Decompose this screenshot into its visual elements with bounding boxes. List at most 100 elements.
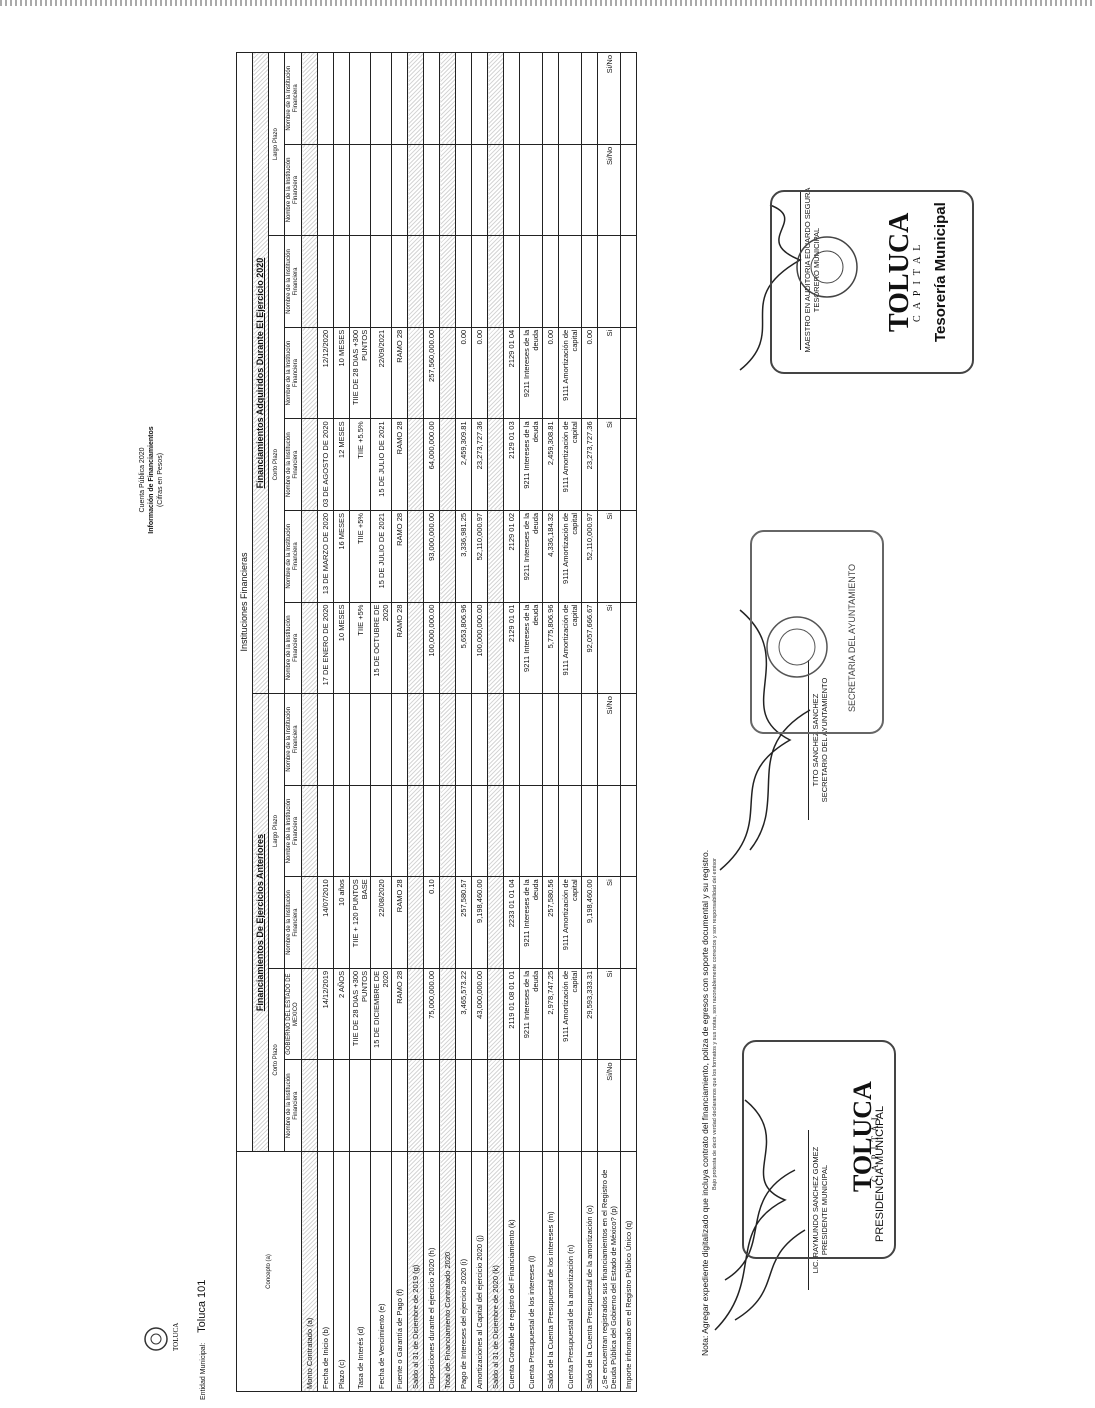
s1-corto-plazo: Corto Plazo	[268, 968, 285, 1152]
table-cell: 03 DE AGOSTO DE 2020	[317, 418, 334, 511]
stamp-presidencia: TOLUCA CAPITAL PRESIDENCIA MUNICIPAL	[742, 1040, 896, 1259]
table-cell	[542, 144, 559, 236]
table-cell: 93,000,000.00	[423, 510, 440, 603]
table-cell	[301, 510, 318, 603]
table-cell	[503, 235, 520, 328]
table-cell	[487, 144, 504, 236]
table-cell: 9111 Amortización de capital	[558, 418, 582, 511]
table-cell	[301, 968, 318, 1060]
table-cell: RAMO 28	[391, 510, 408, 603]
table-cell	[407, 327, 424, 419]
table-row: Saldo de la Cuenta Presupuestal de la am…	[581, 52, 598, 1392]
group-header: Instituciones Financieras	[236, 52, 253, 1152]
table-cell: 64,000,000.00	[423, 418, 440, 511]
table-cell: Si	[597, 876, 621, 969]
table-cell	[620, 327, 637, 419]
column-header: Nombre de la Institución Financiera	[284, 235, 302, 328]
table-row: Amortizaciones al Capital del ejercicio …	[471, 52, 488, 1392]
table-cell	[620, 785, 637, 877]
table-cell: TIIE DE 28 DIAS +300 PUNTOS	[349, 968, 371, 1060]
table-cell	[391, 693, 408, 786]
table-cell	[620, 144, 637, 236]
toluca-logo-text: TOLUCA	[172, 1323, 180, 1351]
table-cell	[455, 693, 472, 786]
table-cell: 15 DE JULIO DE 2021	[370, 418, 392, 511]
table-cell: RAMO 28	[391, 876, 408, 969]
table-cell: 2129 01 01	[503, 602, 520, 694]
table-cell	[423, 235, 440, 328]
table-cell	[620, 1059, 637, 1152]
table-cell	[301, 327, 318, 419]
table-cell: 9211 Intereses de la deuda	[519, 327, 543, 419]
table-cell	[407, 144, 424, 236]
table-cell	[349, 235, 371, 328]
table-cell	[519, 785, 543, 877]
table-cell	[455, 52, 472, 145]
table-cell	[487, 510, 504, 603]
table-cell: 9211 Intereses de la deuda	[519, 602, 543, 694]
table-cell	[439, 1059, 456, 1152]
table-cell	[471, 785, 488, 877]
table-cell	[487, 1059, 504, 1152]
table-row: Total de Financiamiento Contratado 2020	[439, 52, 456, 1392]
table-cell	[301, 235, 318, 328]
table-cell: 12 MESES	[333, 418, 350, 511]
table-cell	[471, 235, 488, 328]
table-cell	[407, 235, 424, 328]
table-cell	[349, 693, 371, 786]
row-label: Disposiciones durante el ejercicio 2020 …	[423, 1151, 440, 1392]
table-row: Saldo de la Cuenta Presupuestal de los i…	[542, 52, 559, 1392]
table-row: Tasa de Interés (d)TIIE DE 28 DIAS +300 …	[349, 52, 371, 1392]
table-cell	[620, 968, 637, 1060]
table-cell	[301, 418, 318, 511]
table-cell	[407, 785, 424, 877]
table-cell: 9211 Intereses de la deuda	[519, 876, 543, 969]
table-cell	[391, 144, 408, 236]
table-cell: 9,198,460.00	[581, 876, 598, 969]
header-line-1: Cuenta Pública 2020	[139, 447, 146, 513]
table-cell	[503, 785, 520, 877]
table-cell	[333, 785, 350, 877]
stamp-seal-icon	[796, 236, 858, 298]
column-header: Nombre de la Institución Financiera	[284, 144, 302, 236]
table-cell	[439, 602, 456, 694]
table-cell: Si/No	[597, 1059, 621, 1152]
entidad-municipal: Entidad Municipal: Toluca 101	[196, 1280, 208, 1400]
table-cell	[487, 876, 504, 969]
table-cell	[333, 144, 350, 236]
table-cell: 9211 Intereses de la deuda	[519, 510, 543, 603]
table-cell	[581, 785, 598, 877]
table-cell	[407, 418, 424, 511]
table-cell: 75,000,000.00	[423, 968, 440, 1060]
table-cell: Si	[597, 510, 621, 603]
table-cell	[439, 510, 456, 603]
row-label: Saldo de la Cuenta Presupuestal de los i…	[542, 1151, 559, 1392]
toluca-logo: TOLUCA	[138, 1316, 188, 1362]
table-cell	[581, 144, 598, 236]
table-cell: 3,465,573.22	[455, 968, 472, 1060]
concept-header: Concepto (a)	[236, 1151, 302, 1392]
table-cell: 0.00	[455, 327, 472, 419]
table-cell	[407, 1059, 424, 1152]
table-cell	[519, 52, 543, 145]
column-header: Nombre de la Institución Financiera	[284, 418, 302, 511]
table-cell	[301, 785, 318, 877]
stamp-secretaria: SECRETARIA DEL AYUNTAMIENTO	[750, 530, 884, 734]
table-cell	[301, 1059, 318, 1152]
table-cell	[620, 52, 637, 145]
table-row: Saldo al 31 de Diciembre de 2020 (k)	[487, 52, 504, 1392]
table-cell	[439, 327, 456, 419]
table-cell	[581, 52, 598, 145]
table-cell	[439, 418, 456, 511]
stamp-tesoreria: TOLUCA CAPITAL Tesorería Municipal	[770, 190, 974, 374]
table-cell: 0.00	[471, 327, 488, 419]
table-cell	[301, 602, 318, 694]
table-cell	[391, 785, 408, 877]
table-cell	[620, 510, 637, 603]
table-cell	[407, 968, 424, 1060]
table-cell: 0.00	[542, 327, 559, 419]
table-cell: 17 DE ENERO DE 2020	[317, 602, 334, 694]
table-cell	[455, 235, 472, 328]
table-cell	[439, 968, 456, 1060]
table-cell	[542, 52, 559, 145]
